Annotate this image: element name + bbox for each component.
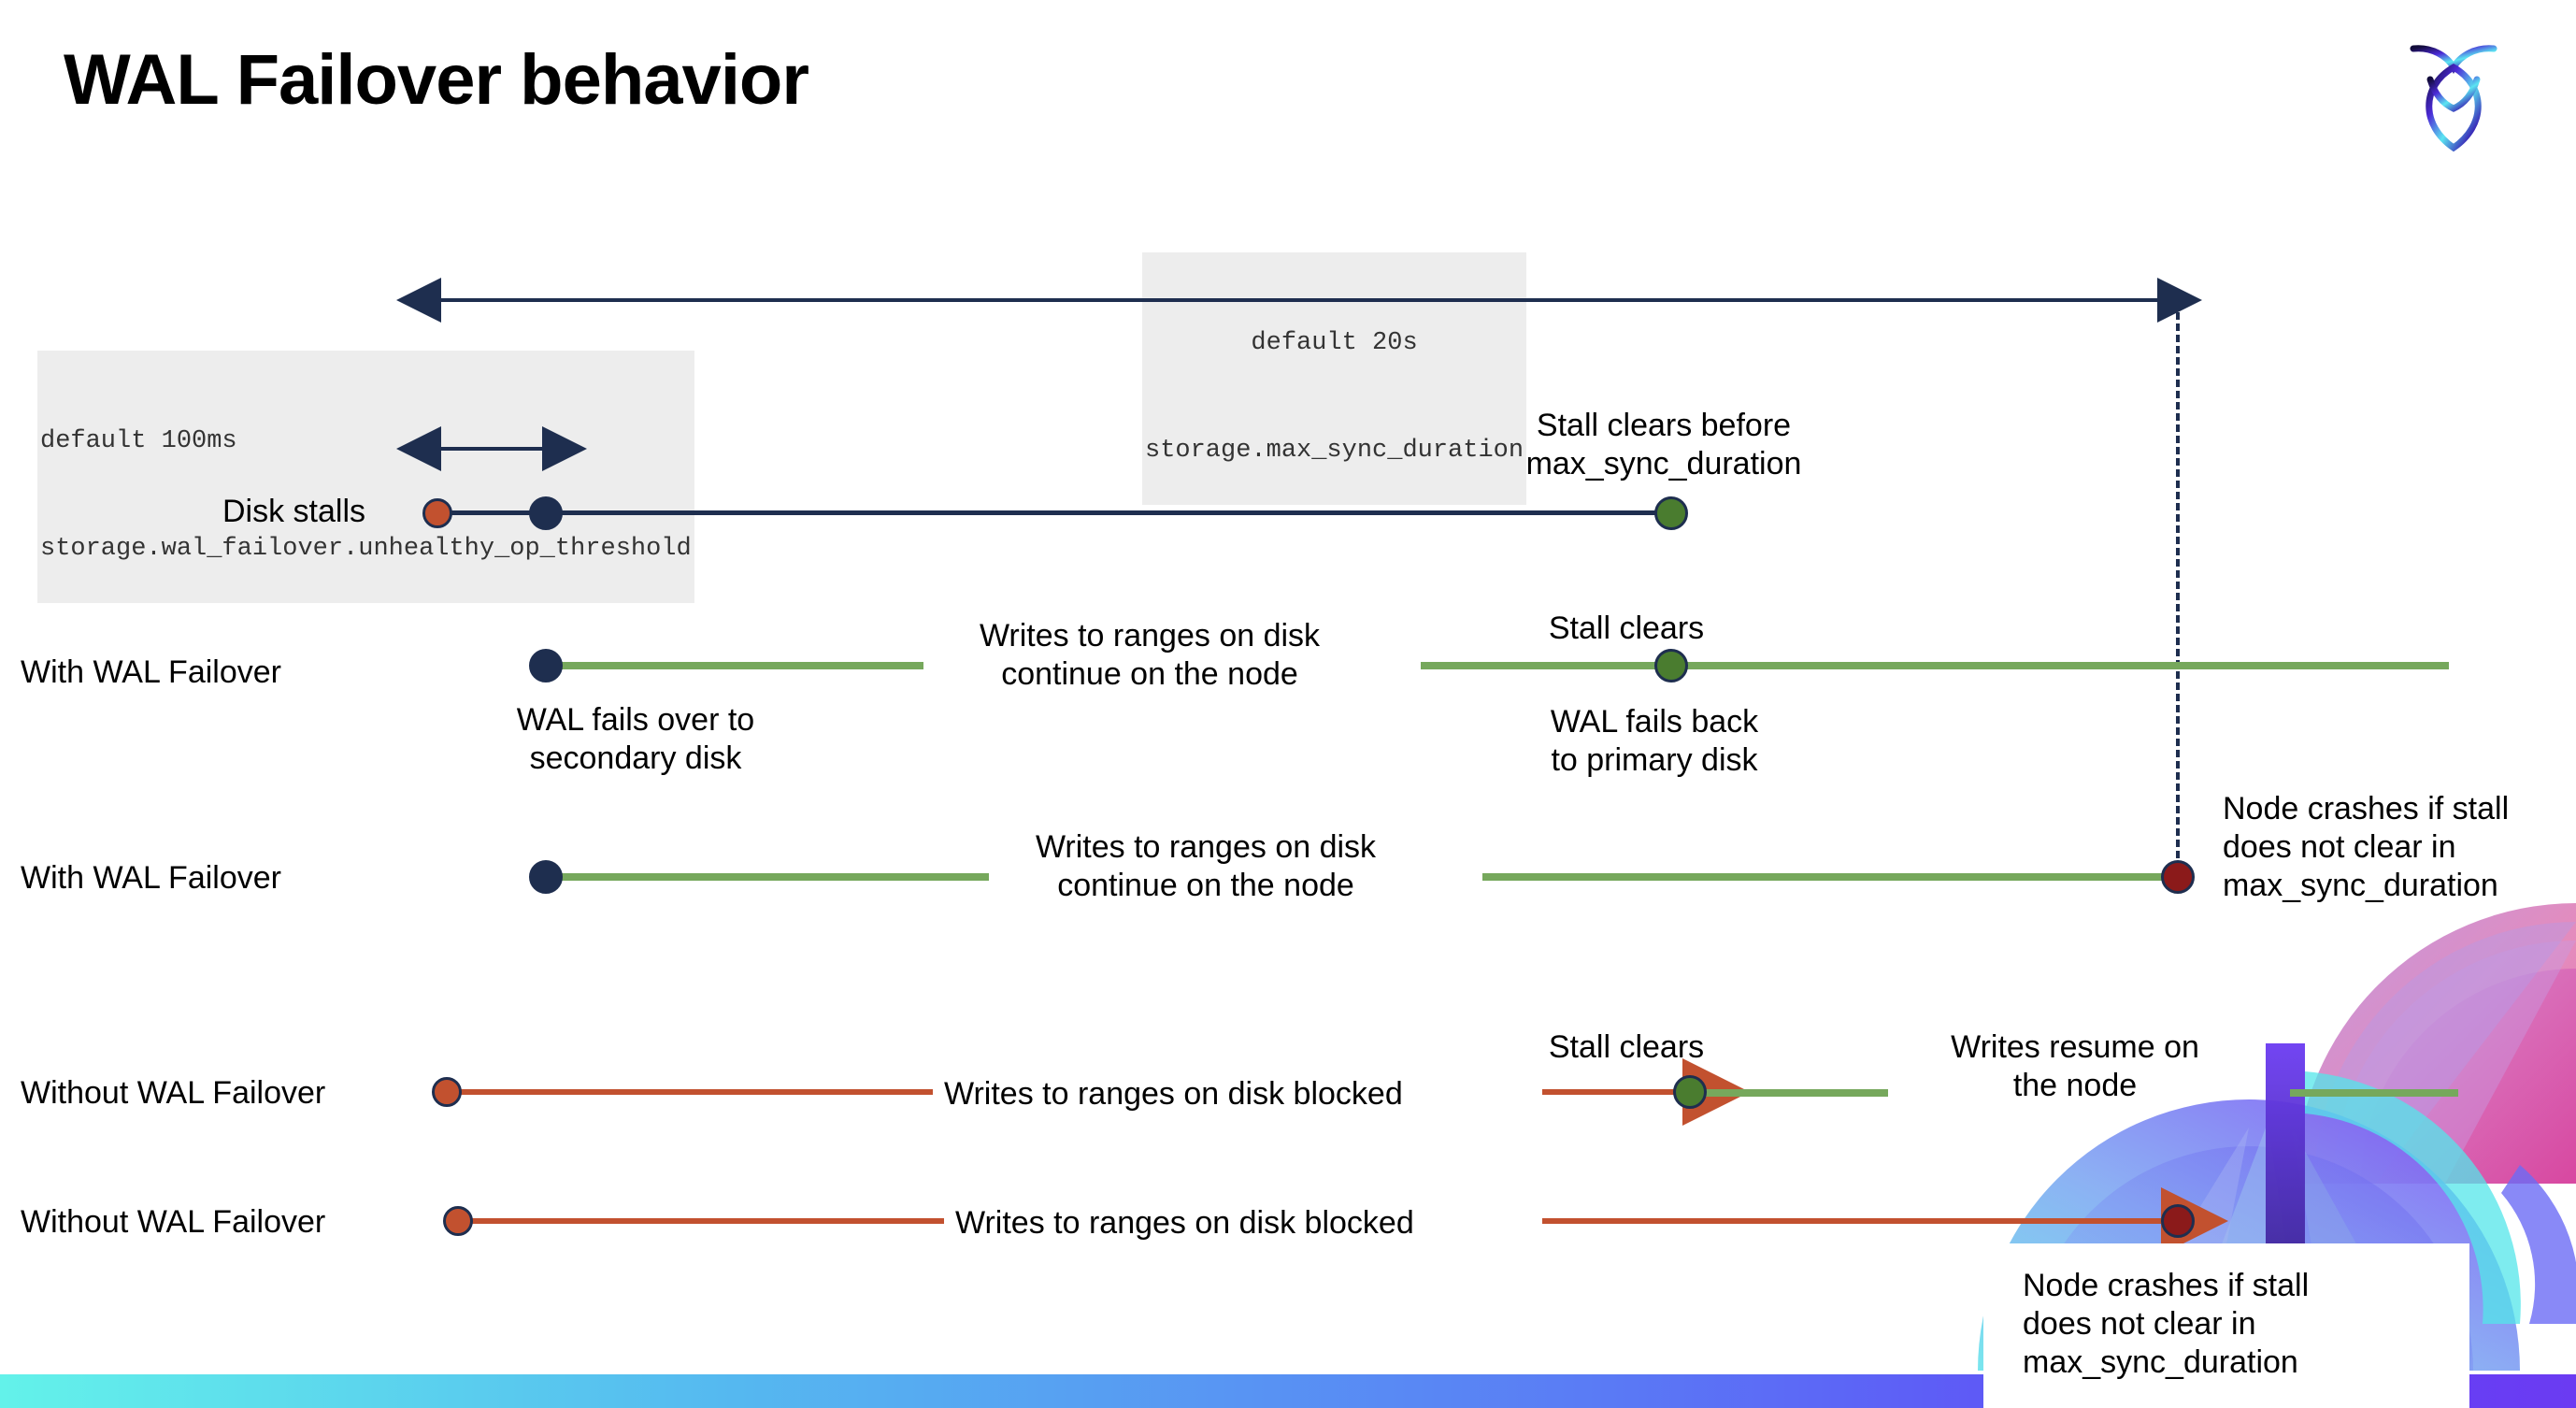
- row-label-with-wal-failover-2: With WAL Failover: [21, 860, 281, 896]
- failover-trigger-marker-1: [529, 649, 563, 682]
- row-label-without-wal-failover-2: Without WAL Failover: [21, 1204, 326, 1240]
- row-label-with-wal-failover-1: With WAL Failover: [21, 654, 281, 690]
- blocked-segment-1a: [456, 1089, 933, 1095]
- node-crashes-callout: Node crashes if stall does not clear in …: [1983, 1243, 2469, 1408]
- unhealthy-setting: storage.wal_failover.unhealthy_op_thresh…: [40, 534, 692, 563]
- row-label-without-wal-failover-1: Without WAL Failover: [21, 1075, 326, 1111]
- blocked-arrow-2: [1542, 1187, 2228, 1255]
- unhealthy-op-threshold-chip: default 100ms storage.wal_failover.unhea…: [37, 351, 694, 604]
- stall-clear-marker-2: [1673, 1075, 1707, 1109]
- max-sync-duration-arrow: [396, 278, 2202, 323]
- note-stall-clears-1: Stall clears: [1548, 611, 1705, 646]
- disk-stall-timeline: [444, 510, 1678, 515]
- node-crash-marker-1: [2161, 860, 2195, 894]
- max-sync-setting: storage.max_sync_duration: [1145, 436, 1524, 465]
- max-sync-default: default 20s: [1251, 328, 1418, 357]
- stall-start-marker-3: [432, 1077, 462, 1107]
- wal-failover-segment-2a: [550, 873, 989, 881]
- unhealthy-op-threshold-arrow: [396, 426, 587, 471]
- failover-trigger-marker-2: [529, 860, 563, 894]
- cockroachdb-logo-icon: [2393, 28, 2514, 159]
- page-title: WAL Failover behavior: [64, 40, 809, 120]
- stall-clear-marker-1: [1654, 649, 1688, 682]
- max-sync-duration-dashed-guide: [2176, 301, 2180, 881]
- row-label-disk-stalls: Disk stalls: [222, 494, 366, 529]
- stall-clear-marker-disk: [1654, 496, 1688, 530]
- note-writes-resume: Writes resume on the node: [1951, 1029, 2199, 1103]
- stall-start-marker: [422, 498, 452, 528]
- note-writes-continue-1: Writes to ranges on disk continue on the…: [979, 618, 1321, 692]
- wal-failover-segment-2b: [1482, 873, 2185, 881]
- writes-resume-segment-1: [1701, 1089, 1888, 1097]
- blocked-arrow-1: [1542, 1058, 1750, 1126]
- stall-start-marker-4: [443, 1206, 473, 1236]
- wal-failover-segment-1b: [1421, 662, 2449, 669]
- note-stall-clears-before: Stall clears before max_sync_duration: [1525, 408, 1802, 481]
- note-writes-blocked-2: Writes to ranges on disk blocked: [955, 1205, 1414, 1241]
- note-node-crashes-2: Node crashes if stall does not clear in …: [2023, 1268, 2310, 1380]
- writes-resume-segment-2: [2290, 1089, 2458, 1097]
- wal-failover-segment-1a: [550, 662, 923, 669]
- unhealthy-default: default 100ms: [40, 426, 237, 455]
- node-crash-marker-2: [2161, 1204, 2195, 1238]
- note-writes-continue-2: Writes to ranges on disk continue on the…: [1035, 829, 1377, 903]
- failover-trigger-marker: [529, 496, 563, 530]
- note-writes-blocked-1: Writes to ranges on disk blocked: [944, 1076, 1403, 1112]
- note-wal-fails-back: WAL fails back to primary disk: [1550, 704, 1759, 778]
- blocked-segment-2a: [467, 1218, 944, 1224]
- note-wal-fails-over: WAL fails over to secondary disk: [516, 702, 755, 776]
- note-node-crashes-1: Node crashes if stall does not clear in …: [2223, 791, 2510, 903]
- note-stall-clears-2: Stall clears: [1548, 1029, 1705, 1065]
